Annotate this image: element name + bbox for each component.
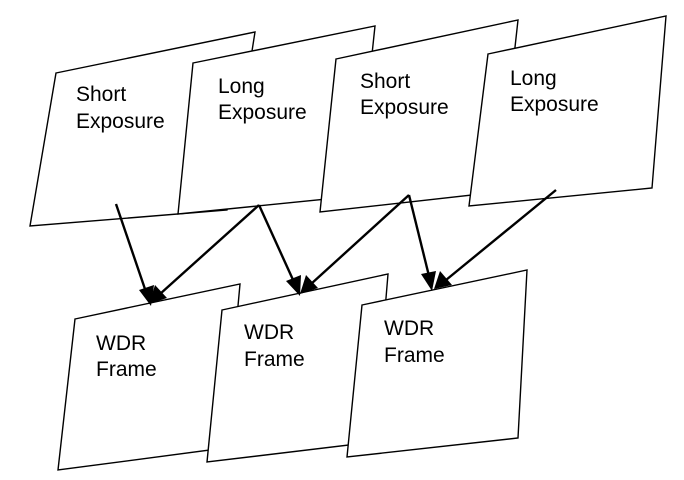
wdr-frame-3-line1: WDR — [384, 317, 434, 340]
wdr-frame-3-line2: Frame — [384, 344, 445, 367]
exposure-frame-3-line1: Short — [360, 70, 410, 93]
exposure-frame-3-line2: Exposure — [360, 96, 449, 119]
arrow-3 — [257, 204, 301, 296]
wdr-frame-2-line1: WDR — [244, 321, 294, 344]
wdr-frame-2-line2: Frame — [244, 348, 305, 371]
arrow-1 — [114, 203, 154, 306]
exposure-frame-1-line2: Exposure — [76, 110, 165, 133]
exposure-frame-4-line1: Long — [510, 67, 557, 90]
exposure-frame-4-line2: Exposure — [510, 93, 599, 116]
exposure-frame-2-line1: Long — [218, 75, 265, 98]
exposure-frame-4: Long Exposure — [468, 15, 667, 207]
exposure-frame-1-line1: Short — [76, 83, 126, 106]
arrow-4 — [300, 194, 410, 294]
arrow-2 — [149, 204, 260, 304]
wdr-frame-1-line1: WDR — [96, 332, 146, 355]
arrow-5 — [407, 194, 436, 291]
arrow-6 — [434, 189, 557, 289]
exposure-frame-3: Short Exposure — [319, 19, 519, 213]
wdr-frame-3: WDR Frame — [346, 269, 528, 458]
exposure-frame-2-line2: Exposure — [218, 101, 307, 124]
wdr-frame-1-line2: Frame — [96, 358, 157, 381]
